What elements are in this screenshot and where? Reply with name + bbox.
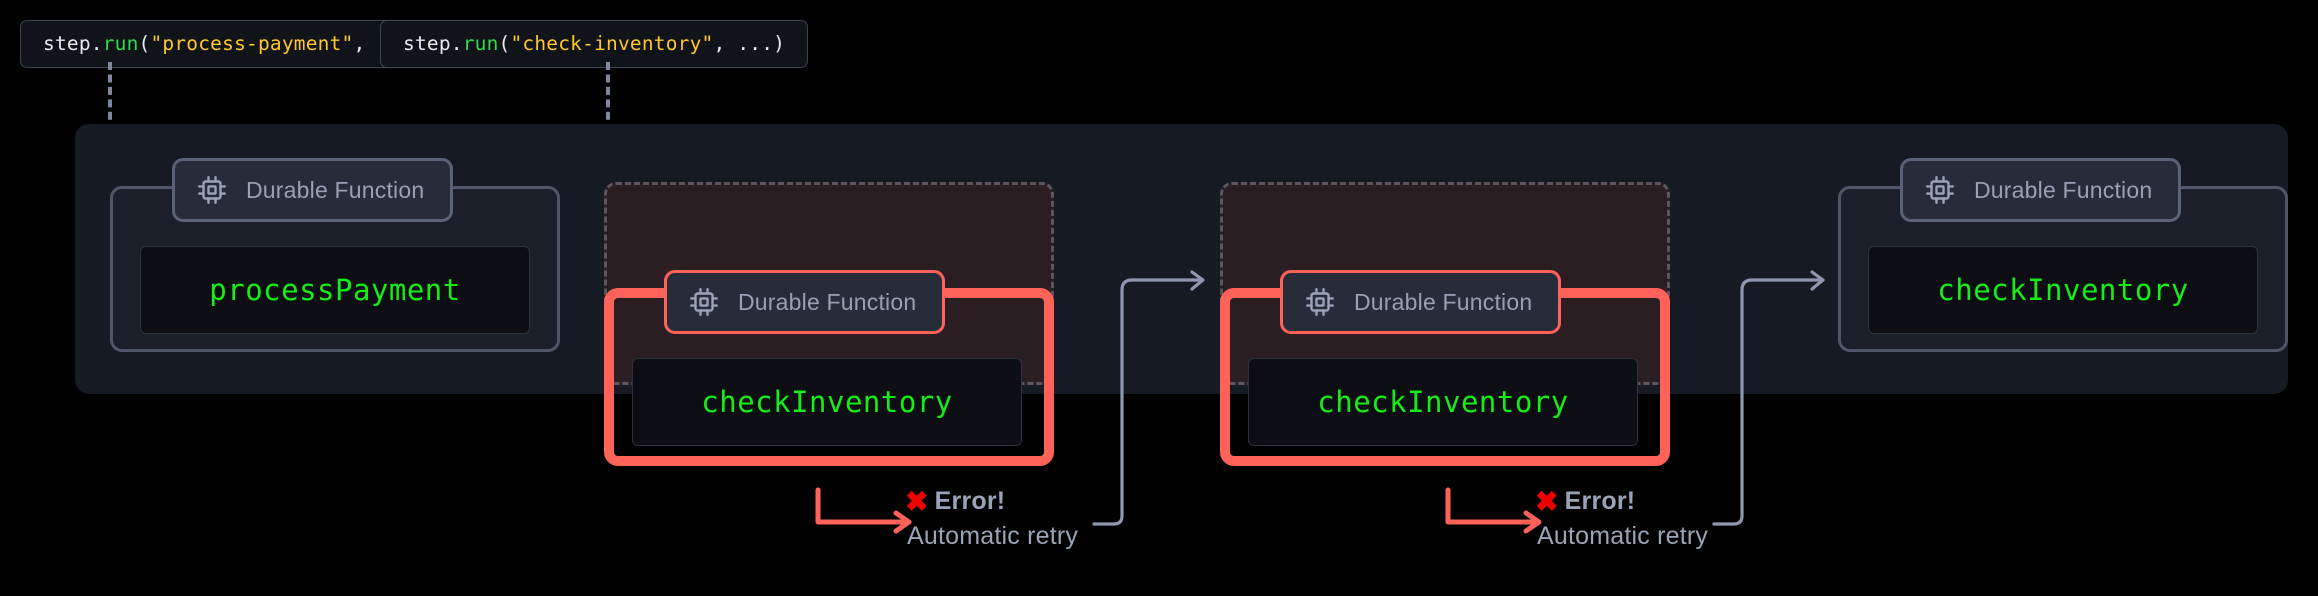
callout-token: ( <box>498 32 511 55</box>
badge-label: Durable Function <box>246 176 425 203</box>
cpu-chip-icon <box>687 285 721 319</box>
callout-token: "process-payment" <box>150 32 354 55</box>
function-name: checkInventory <box>1317 385 1569 419</box>
leader-line-1 <box>108 62 112 182</box>
error-title: Error! <box>1564 487 1636 515</box>
function-name: checkInventory <box>1937 273 2189 307</box>
error-annotation-1: ✖ Error! Automatic retry <box>905 487 1078 551</box>
error-annotation-2: ✖ Error! Automatic retry <box>1535 487 1708 551</box>
leader-line-2 <box>606 62 610 182</box>
attempt-1-badge: Durable Function <box>664 270 946 334</box>
callout-token: run <box>462 32 499 55</box>
attempt-2-error-arrow <box>1445 487 1542 534</box>
callout-token: , ...) <box>713 32 786 55</box>
callout-token: run <box>102 32 139 55</box>
attempt-2-badge: Durable Function <box>1280 270 1562 334</box>
step-checkInventory-body: checkInventory <box>1868 246 2258 334</box>
step-processPayment-badge: Durable Function <box>172 158 454 222</box>
step-processPayment-body: processPayment <box>140 246 530 334</box>
attempt-1-error-arrow <box>815 487 912 534</box>
error-x-icon: ✖ <box>905 485 929 517</box>
callout-token: ( <box>138 32 151 55</box>
badge-label: Durable Function <box>1354 288 1533 315</box>
cpu-chip-icon <box>195 173 229 207</box>
retry-connector-1 <box>1092 270 1205 526</box>
attempt-2-body: checkInventory <box>1248 358 1638 446</box>
badge-label: Durable Function <box>1974 176 2153 203</box>
function-name: processPayment <box>209 273 461 307</box>
retry-connector-2 <box>1712 270 1825 526</box>
function-name: checkInventory <box>701 385 953 419</box>
error-subtitle: Automatic retry <box>1537 522 1709 550</box>
error-title: Error! <box>934 487 1006 515</box>
cpu-chip-icon <box>1923 173 1957 207</box>
error-x-icon: ✖ <box>1535 485 1559 517</box>
error-subtitle: Automatic retry <box>907 522 1079 550</box>
callout-check-inventory: step.run("check-inventory", ...) <box>380 20 809 68</box>
badge-label: Durable Function <box>738 288 917 315</box>
cpu-chip-icon <box>1303 285 1337 319</box>
step-checkInventory-badge: Durable Function <box>1900 158 2182 222</box>
callout-token: step. <box>43 32 103 55</box>
callout-token: "check-inventory" <box>510 32 714 55</box>
callout-token: step. <box>403 32 463 55</box>
attempt-1-body: checkInventory <box>632 358 1022 446</box>
